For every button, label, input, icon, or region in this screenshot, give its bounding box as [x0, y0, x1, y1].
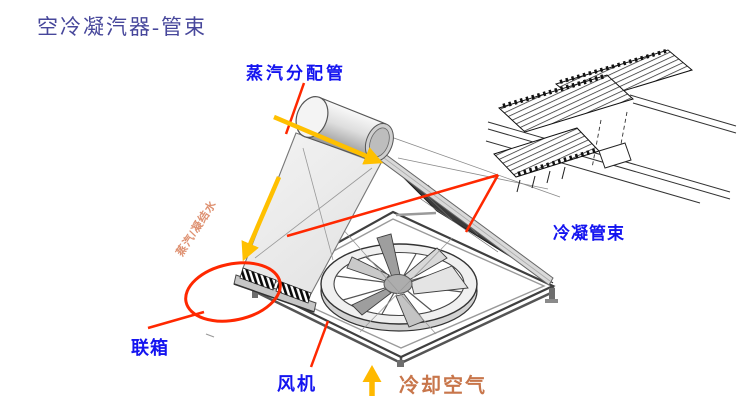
fan-drawing	[320, 233, 478, 332]
fan-pointer	[309, 320, 330, 368]
cooling-air-arrow-icon	[362, 365, 382, 396]
label-condensate-tube-bundle: 冷凝管束	[553, 224, 625, 243]
brace-lines	[339, 225, 453, 335]
label-fan: 风机	[277, 374, 317, 394]
steam-inflow-arrow	[273, 114, 384, 165]
tube-bundle-inset-drawing	[485, 49, 737, 204]
bundle-pointer-left	[286, 173, 499, 238]
label-cooling-air: 冷却空气	[399, 375, 487, 397]
apex-support-beam	[395, 211, 437, 217]
condensate-outflow-arrow	[241, 176, 282, 262]
bundle-pointer-right	[464, 174, 500, 233]
slide-title: 空冷凝汽器-管束	[37, 15, 207, 39]
label-steam-distribution-pipe: 蒸汽分配管	[246, 64, 346, 83]
red-callout-ellipse	[184, 261, 282, 323]
tube-bundle-ends	[233, 267, 317, 313]
base-frame	[252, 210, 558, 367]
red-callout-lines	[147, 82, 500, 368]
small-dash	[205, 333, 215, 338]
steam-pipe-cylinder	[295, 96, 394, 162]
yellow-flow-arrows	[241, 114, 384, 262]
label-header-box: 联箱	[131, 338, 169, 358]
